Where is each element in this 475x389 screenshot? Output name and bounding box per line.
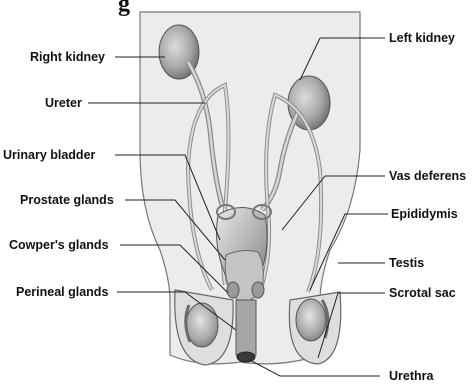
cowpers-gland-left [227,282,239,298]
label-urinary-bladder: Urinary bladder [3,148,95,162]
label-ureter: Ureter [45,96,82,110]
label-scrotal-sac: Scrotal sac [389,286,456,300]
label-left-kidney: Left kidney [389,31,455,45]
urethra-opening [237,352,255,362]
urethra-tube [236,300,256,359]
label-epididymis: Epididymis [391,207,458,221]
label-right-kidney: Right kidney [30,50,105,64]
heading-fragment: g [118,0,130,18]
testis-right-shape [296,299,326,341]
label-testis: Testis [389,256,424,270]
label-prostate-glands: Prostate glands [20,193,114,207]
label-urethra: Urethra [389,369,433,383]
label-perineal-glands: Perineal glands [16,285,108,299]
label-vas-deferens: Vas deferens [389,169,466,183]
cowpers-gland-right [252,282,264,298]
label-cowpers-glands: Cowper's glands [9,238,109,252]
